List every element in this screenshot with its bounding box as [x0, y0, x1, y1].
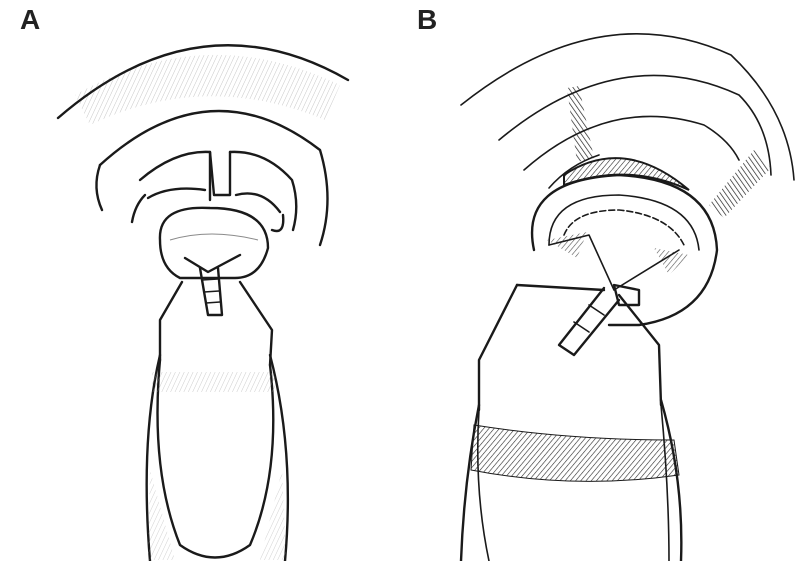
inner-arc-left-2	[148, 189, 205, 198]
inner-arc-right-1	[230, 152, 296, 230]
panel-b-drawing	[399, 0, 798, 561]
stalk-seg-1	[202, 279, 218, 280]
body-shoulders	[160, 282, 272, 365]
middle-arc-left	[96, 165, 102, 210]
dark-band	[471, 425, 679, 481]
body-band	[152, 372, 275, 392]
divider-right	[709, 150, 771, 218]
outer-arc-shading	[75, 55, 340, 125]
panel-a-drawing	[0, 0, 399, 561]
notch	[210, 152, 230, 195]
head-cap	[160, 208, 268, 278]
stalk-seg-1	[574, 322, 589, 332]
inner-arc-right-3	[272, 215, 283, 231]
body-inner-sides	[478, 405, 669, 561]
head-shading	[170, 234, 258, 240]
inner-arc-right-2	[236, 193, 280, 212]
inner-arc-left-1	[140, 152, 210, 200]
stalk-seg-2	[204, 291, 219, 292]
stalk-fan	[185, 255, 240, 272]
panel-a: A	[0, 0, 399, 561]
body-shoulders	[479, 285, 661, 410]
divider-left	[567, 86, 594, 162]
inner-arc-left-3	[132, 195, 145, 222]
stalk	[559, 288, 619, 355]
body-lower-shading	[148, 470, 286, 560]
panel-b: B	[399, 0, 798, 561]
stalk-seg-2	[589, 305, 604, 315]
body-top	[517, 285, 604, 290]
head-fan-hatch	[547, 232, 689, 275]
stalk-seg-3	[206, 302, 220, 303]
